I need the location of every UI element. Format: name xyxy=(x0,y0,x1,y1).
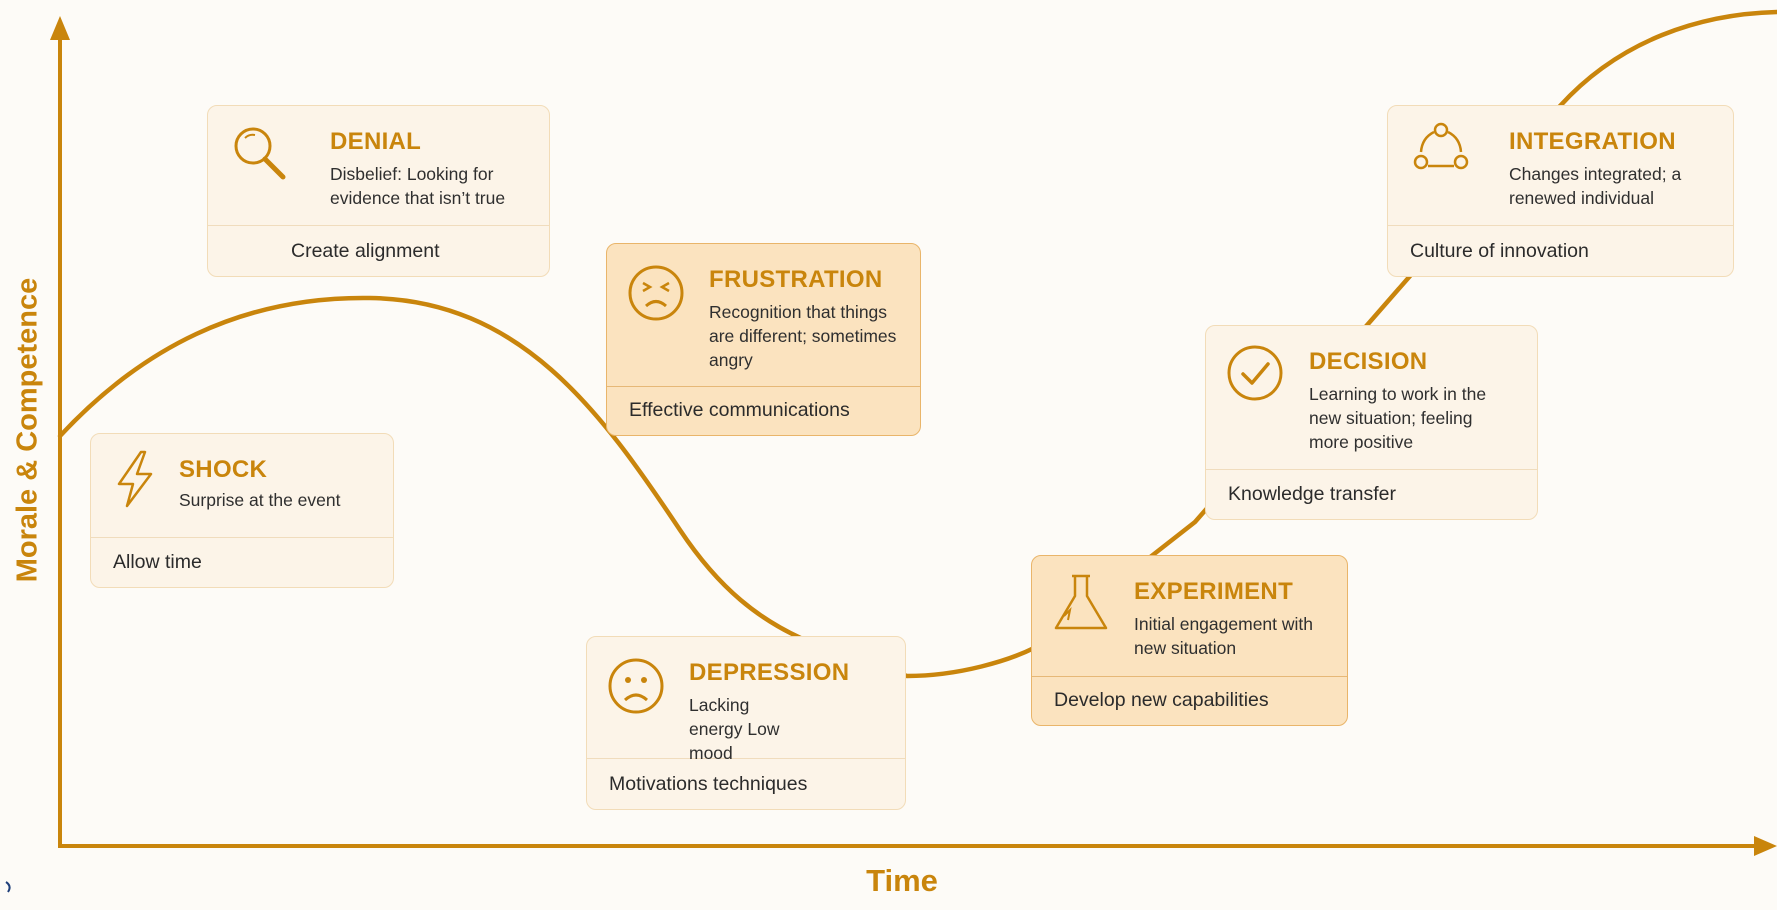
stage-action: Knowledge transfer xyxy=(1228,483,1397,505)
y-axis-arrow xyxy=(50,16,70,40)
stage-card-integration: INTEGRATION Changes integrated; a renewe… xyxy=(1387,105,1734,277)
lightning-icon xyxy=(105,448,167,510)
x-axis-label: Time xyxy=(866,863,938,898)
magnifier-icon xyxy=(228,122,290,184)
stage-action: Effective communications xyxy=(629,399,850,421)
stage-title: DEPRESSION xyxy=(689,659,850,686)
x-axis-arrow xyxy=(1754,836,1777,856)
stage-title: INTEGRATION xyxy=(1509,128,1676,155)
stage-card-shock: SHOCK Surprise at the event Allow time xyxy=(90,433,394,588)
stage-title: DECISION xyxy=(1309,348,1428,375)
stage-action: Allow time xyxy=(113,551,202,573)
change-curve xyxy=(57,9,1777,679)
cycle-icon xyxy=(1410,118,1472,180)
stage-card-denial: DENIAL Disbelief: Looking for evidence t… xyxy=(207,105,550,277)
stage-title: FRUSTRATION xyxy=(709,266,883,293)
stage-description: Recognition that things are different; s… xyxy=(709,302,897,370)
stage-description: Surprise at the event xyxy=(179,490,341,510)
y-axis-label: Morale & Competence xyxy=(11,277,44,583)
stage-action: Create alignment xyxy=(291,240,440,262)
stage-card-depression: DEPRESSION Lacking energy Low mood Motiv… xyxy=(586,636,906,810)
logo xyxy=(0,876,48,910)
stage-action: Motivations techniques xyxy=(609,773,808,795)
stage-description: Initial engagement with new situation xyxy=(1134,614,1313,658)
stage-title: DENIAL xyxy=(330,128,422,155)
checkmark-icon xyxy=(1224,342,1286,404)
stage-action: Culture of innovation xyxy=(1410,240,1589,262)
sad-face-icon xyxy=(605,655,667,717)
stage-card-experiment: EXPERIMENT Initial engagement with new s… xyxy=(1031,555,1348,726)
stage-description: Learning to work in the new situation; f… xyxy=(1309,384,1487,452)
stage-card-frustration: FRUSTRATION Recognition that things are … xyxy=(606,243,921,436)
stage-description: Changes integrated; a renewed individual xyxy=(1509,164,1682,208)
stage-description: Disbelief: Looking for evidence that isn… xyxy=(330,164,506,208)
stage-card-decision: DECISION Learning to work in the new sit… xyxy=(1205,325,1538,520)
stage-title: SHOCK xyxy=(179,456,268,483)
stage-title: EXPERIMENT xyxy=(1134,578,1294,605)
stage-description: Lacking energy Low mood xyxy=(689,695,780,763)
angry-face-icon xyxy=(625,262,687,324)
flask-icon xyxy=(1050,572,1112,634)
stage-action: Develop new capabilities xyxy=(1054,689,1269,711)
